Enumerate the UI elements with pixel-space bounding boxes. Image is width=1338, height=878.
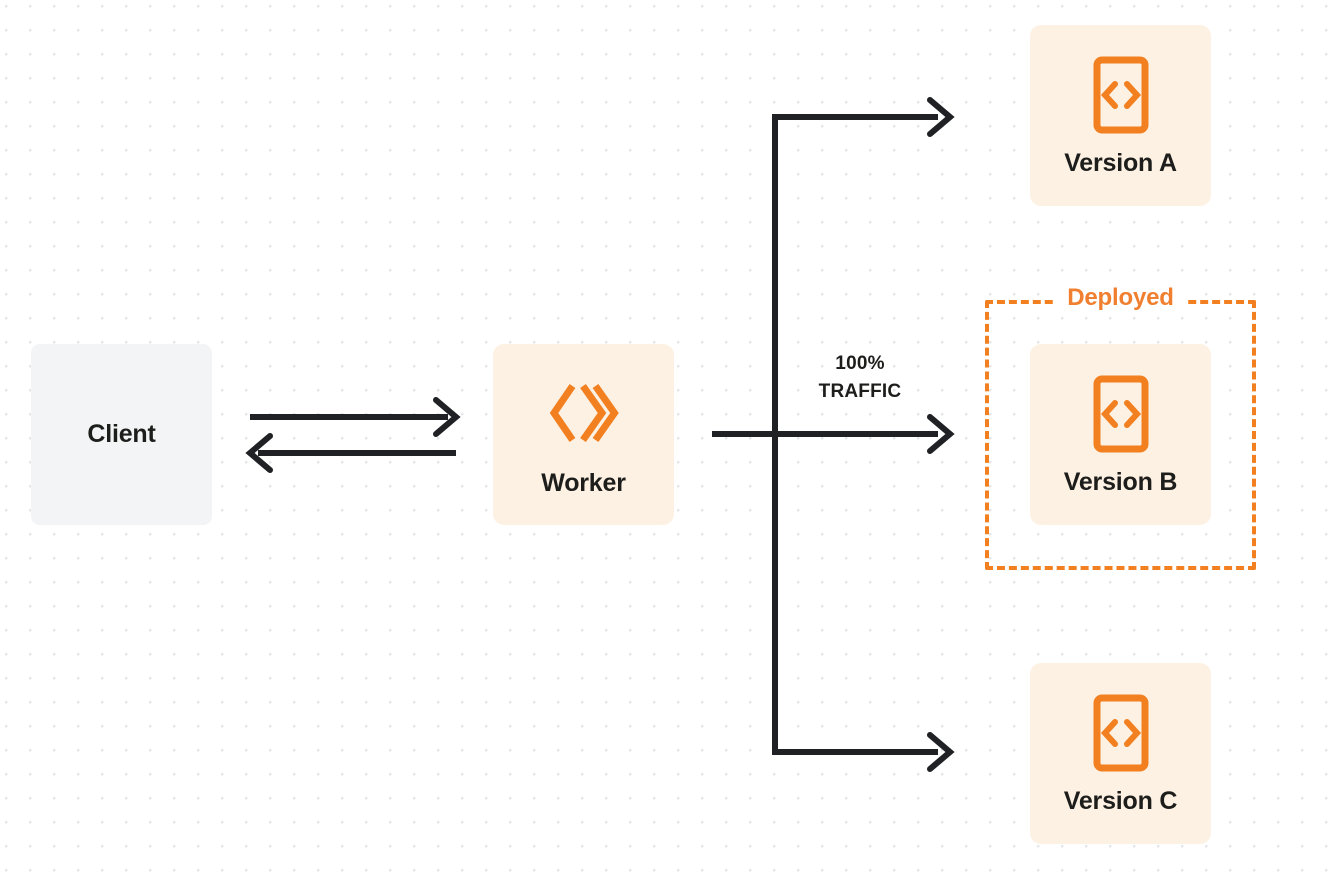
code-file-icon	[1092, 694, 1150, 777]
node-worker[interactable]: Worker	[493, 344, 674, 525]
node-version-a-label: Version A	[1064, 148, 1177, 177]
node-client[interactable]: Client	[31, 344, 212, 525]
cloudflare-workers-logo-icon	[545, 374, 623, 457]
edge-worker-to-client	[245, 433, 456, 473]
code-file-icon	[1092, 375, 1150, 458]
node-client-label: Client	[87, 420, 156, 448]
edge-client-to-worker	[250, 397, 461, 437]
traffic-label: 100% TRAFFIC	[772, 350, 948, 405]
node-version-a[interactable]: Version A	[1030, 25, 1211, 206]
node-version-c[interactable]: Version C	[1030, 663, 1211, 844]
node-worker-label: Worker	[541, 468, 626, 497]
traffic-percent-text: 100%	[835, 353, 885, 374]
node-version-c-label: Version C	[1063, 786, 1178, 815]
code-file-icon	[1092, 56, 1150, 139]
edge-worker-to-version-b	[712, 414, 955, 454]
deployed-group-label: Deployed	[1055, 286, 1186, 310]
traffic-word-text: TRAFFIC	[818, 380, 902, 402]
deployed-group-boundary: Deployed	[985, 286, 1256, 570]
node-version-b[interactable]: Version B	[1030, 344, 1211, 525]
edge-worker-to-version-c	[772, 732, 955, 772]
node-version-b-label: Version B	[1063, 467, 1178, 496]
edge-worker-to-version-a	[772, 97, 955, 137]
